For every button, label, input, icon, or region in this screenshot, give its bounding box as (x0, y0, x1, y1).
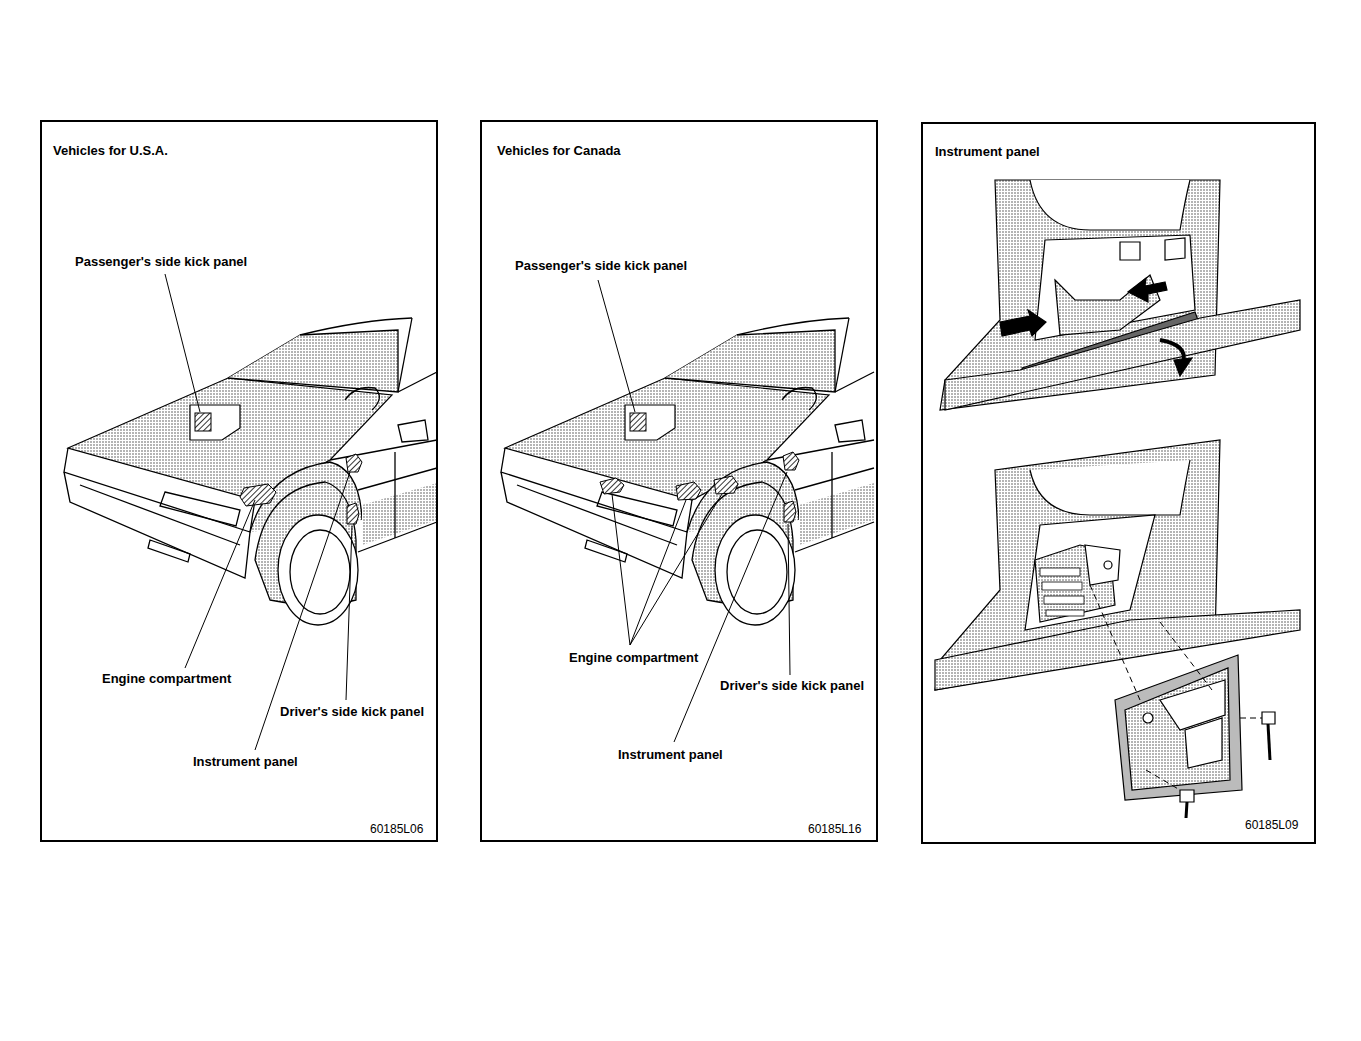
figure-code: 60185L06 (370, 822, 423, 837)
figure-panel: Vehicles for U.S.A. (40, 120, 438, 842)
figure-panel: Instrument panel (921, 122, 1316, 844)
panel-heading: Instrument panel (935, 144, 1040, 159)
figure-code: 60185L09 (1245, 818, 1298, 833)
figure-code: 60185L16 (808, 822, 861, 837)
part-label: Driver's side kick panel (280, 704, 424, 719)
part-label: Engine compartment (102, 671, 231, 686)
part-label: Instrument panel (618, 747, 723, 762)
part-label: Engine compartment (569, 650, 698, 665)
part-label: Passenger's side kick panel (75, 254, 247, 269)
part-label: Passenger's side kick panel (515, 258, 687, 273)
panel-heading: Vehicles for U.S.A. (53, 143, 168, 158)
car-drawing (501, 318, 874, 625)
figure-panel: Vehicles for Canada (480, 120, 878, 842)
panel-heading: Vehicles for Canada (497, 143, 621, 158)
car-drawing (64, 318, 437, 625)
part-label: Driver's side kick panel (720, 678, 864, 693)
part-label: Instrument panel (193, 754, 298, 769)
